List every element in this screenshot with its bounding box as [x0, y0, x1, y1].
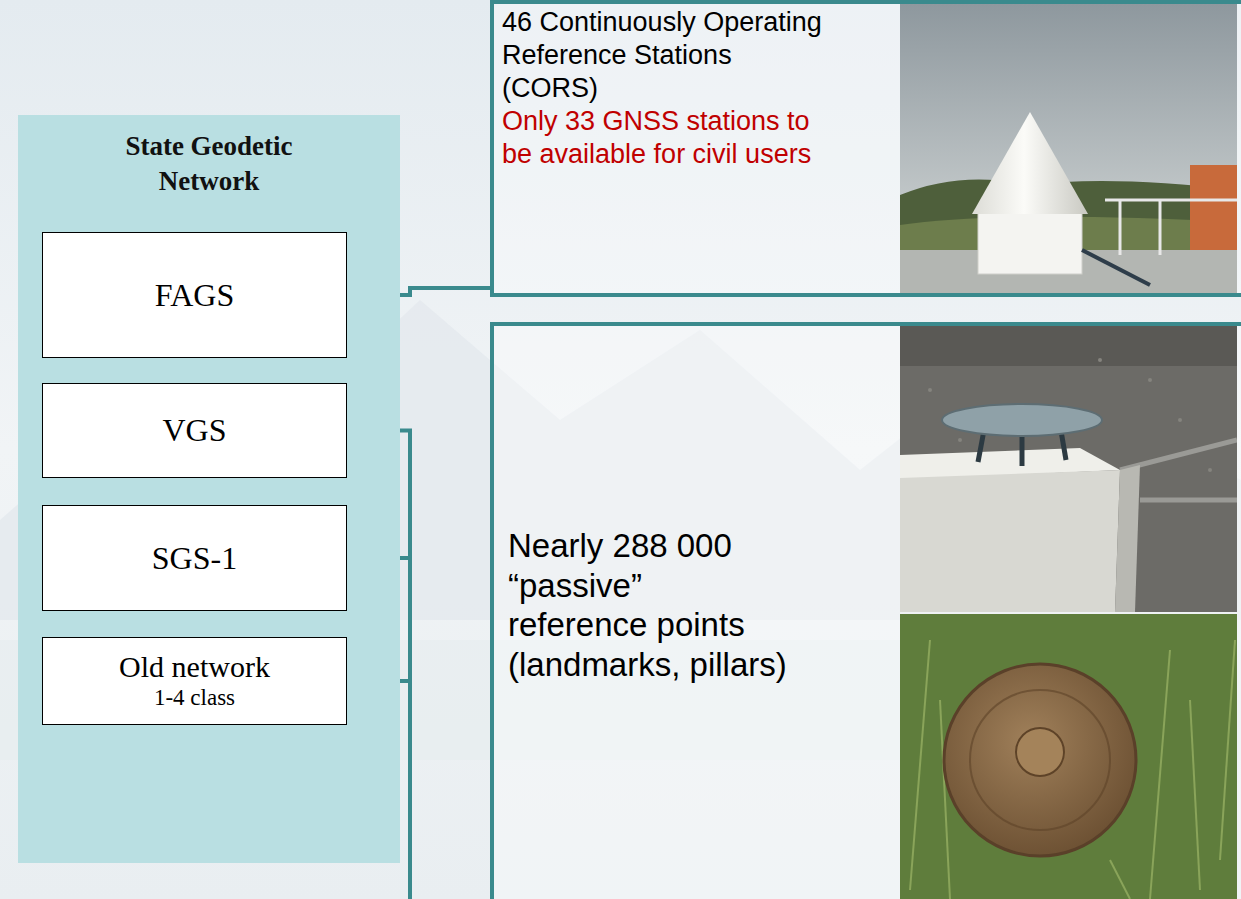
process-box: VGS	[42, 383, 347, 478]
box-label: FAGS	[155, 276, 234, 314]
pillar-photo	[900, 326, 1237, 612]
box-label: Old network	[119, 650, 270, 685]
box-label: VGS	[162, 411, 226, 449]
process-box: SGS-1	[42, 505, 347, 611]
cors-antenna-photo	[900, 4, 1237, 294]
callout-box: Nearly 288 000 “passive” reference point…	[490, 322, 1241, 899]
benchmark-photo	[900, 614, 1237, 899]
box-label: SGS-1	[152, 539, 237, 577]
callout-text: Only 33 GNSS stations to be available fo…	[502, 105, 822, 171]
panel-title: State Geodetic Network	[89, 129, 329, 199]
callout-box: 46 Continuously Operating Reference Stat…	[490, 0, 1241, 297]
process-box: Old network1-4 class	[42, 637, 347, 725]
callout-text: Nearly 288 000 “passive” reference point…	[508, 526, 788, 684]
box-label: 1-4 class	[154, 684, 235, 712]
callout-ground	[490, 322, 1241, 899]
process-box: FAGS	[42, 232, 347, 358]
network-panel: FAGS VGS SGS-1Old network1-4 class State Ge…	[18, 115, 400, 863]
callout-ground	[490, 0, 1241, 297]
callout-text: 46 Continuously Operating Reference Stat…	[502, 6, 822, 105]
